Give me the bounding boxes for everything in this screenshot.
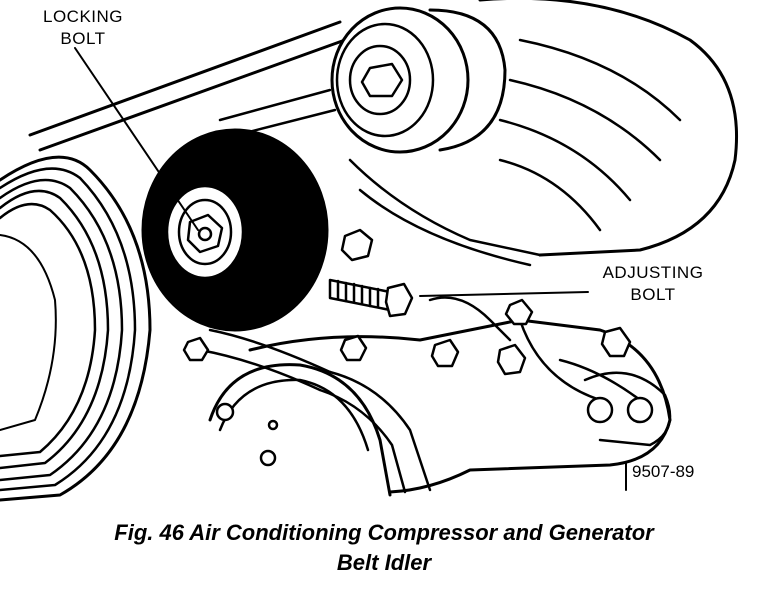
adjusting-bolt — [328, 278, 414, 318]
compressor-clutch-pulley — [208, 363, 392, 497]
belt-idler-illustration — [0, 0, 739, 502]
locking-bolt-label: LOCKING BOLT — [28, 6, 138, 50]
generator-pulley — [330, 6, 507, 154]
generator — [348, 0, 739, 267]
caption-line1: Fig. 46 Air Conditioning Compressor and … — [114, 520, 654, 545]
caption-line2: Belt Idler — [336, 550, 432, 575]
belt-idler-pulley — [141, 128, 329, 332]
crankshaft-pulley — [0, 155, 152, 502]
leader-lines — [74, 47, 627, 491]
bracket-bolt — [340, 228, 374, 262]
locking-bolt-label-line2: BOLT — [60, 29, 106, 48]
figure-caption: Fig. 46 Air Conditioning Compressor and … — [0, 518, 768, 578]
adjusting-bolt-label: ADJUSTING BOLT — [583, 262, 723, 306]
adjusting-bolt-label-line2: BOLT — [630, 285, 676, 304]
adjusting-bolt-label-line1: ADJUSTING — [602, 263, 704, 282]
figure-id-label: 9507-89 — [632, 462, 695, 481]
locking-bolt — [186, 213, 224, 254]
locking-bolt-label-line1: LOCKING — [42, 7, 124, 26]
ac-compressor — [182, 296, 672, 494]
